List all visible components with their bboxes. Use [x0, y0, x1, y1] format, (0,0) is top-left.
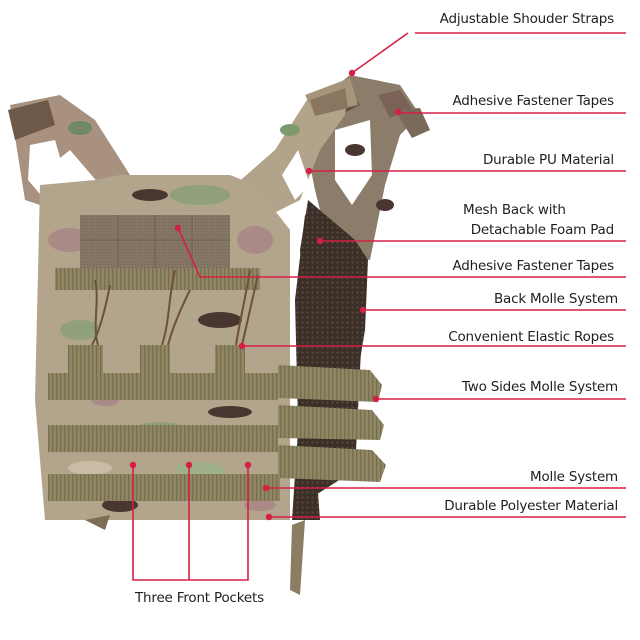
callout-dots — [129, 69, 402, 521]
label-front-pockets: Three Front Pockets — [135, 590, 264, 606]
label-mesh-back-line1: Mesh Back with — [463, 202, 566, 218]
velcro-patch — [80, 215, 230, 275]
pocket-tab-1 — [68, 345, 103, 373]
callout-lines — [132, 32, 626, 581]
label-elastic-ropes: Convenient Elastic Ropes — [448, 329, 614, 345]
top-molle-strip — [55, 268, 260, 290]
label-mesh-back-line2: Detachable Foam Pad — [470, 222, 614, 238]
label-fastener-tapes-top: Adhesive Fastener Tapes — [452, 93, 614, 109]
label-molle-system: Molle System — [530, 469, 618, 485]
label-pu-material: Durable PU Material — [482, 152, 614, 168]
pocket-tab-2 — [140, 345, 170, 373]
bottom-tab-left — [85, 515, 110, 530]
front-molle-rows — [48, 373, 280, 501]
pocket-tab-3 — [215, 345, 245, 373]
elastic-ropes — [91, 269, 259, 346]
label-shoulder-straps: Adjustable Shouder Straps — [439, 11, 615, 27]
label-polyester-material: Durable Polyester Material — [444, 498, 618, 514]
label-side-molle: Two Sides Molle System — [461, 379, 618, 395]
label-back-molle: Back Molle System — [493, 291, 618, 307]
side-molle-straps — [278, 365, 386, 482]
label-fastener-tapes-front: Adhesive Fastener Tapes — [452, 258, 614, 274]
bottom-tab-right — [290, 520, 305, 595]
